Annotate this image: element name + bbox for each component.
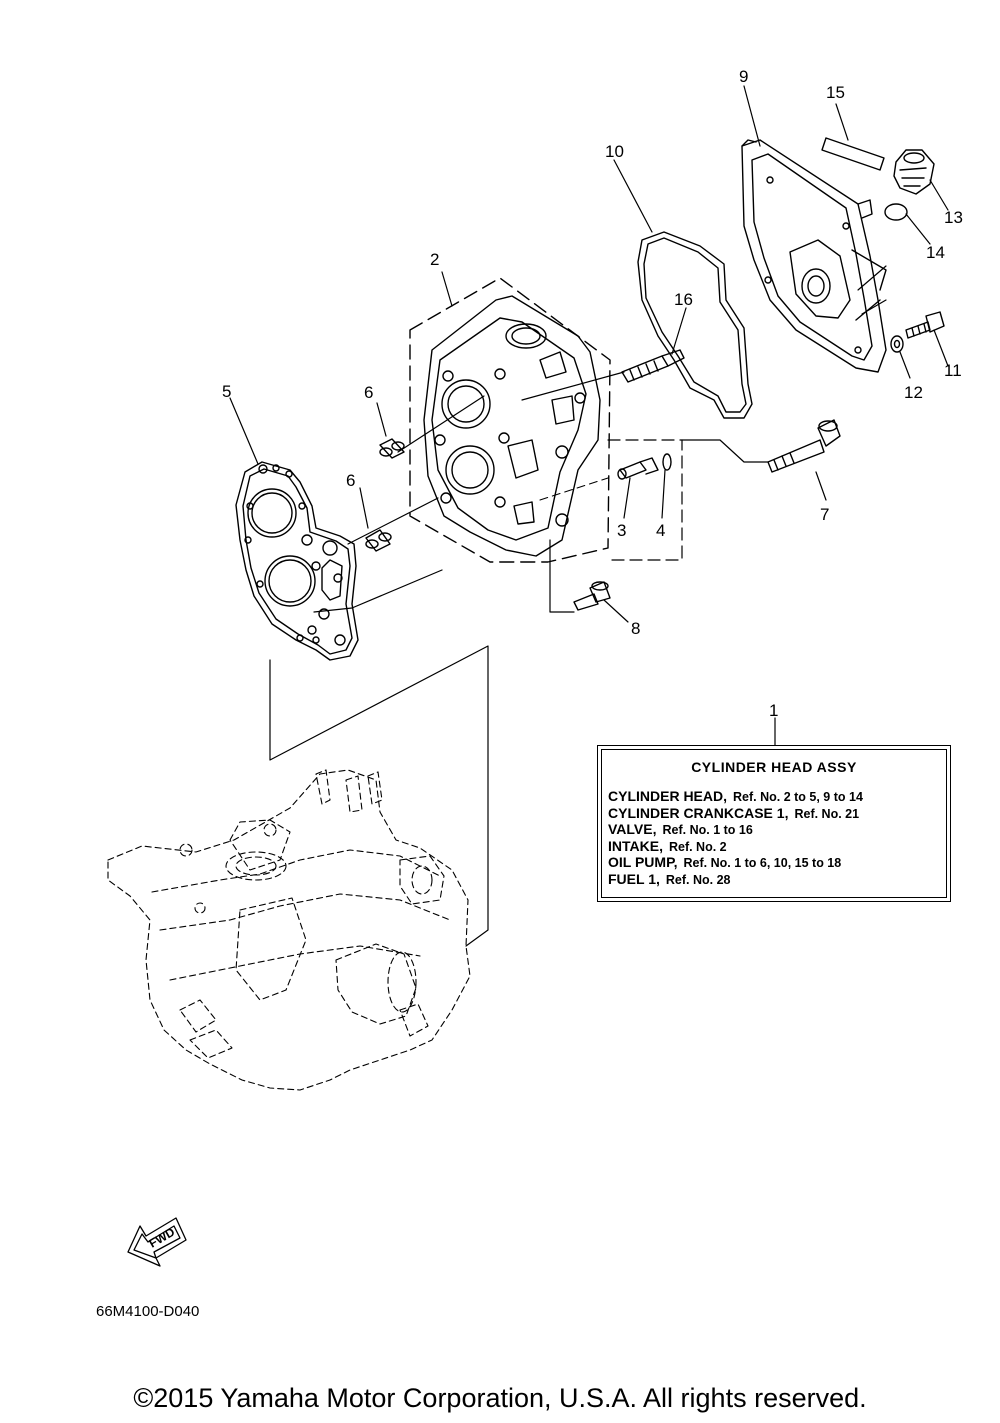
dowel-pin-part-6-upper (379, 438, 405, 459)
callout-3: 3 (617, 521, 627, 540)
leader-lines (229, 85, 949, 947)
assembly-ref-name: INTAKE, (608, 837, 663, 854)
fwd-label: FWD (147, 1225, 178, 1251)
callout-10: 10 (605, 142, 624, 161)
assembly-ref-line: FUEL 1, Ref. No. 28 (608, 870, 863, 889)
callout-7: 7 (820, 505, 830, 524)
head-gasket-part-5 (235, 461, 359, 661)
sub-assembly-boundary (607, 439, 683, 561)
assembly-ref-numbers: Ref. No. 1 to 6, 10, 15 to 18 (683, 856, 842, 870)
washer-part-4 (662, 453, 672, 471)
assembly-ref-line: OIL PUMP, Ref. No. 1 to 6, 10, 15 to 18 (608, 854, 863, 872)
cover-gasket-part-10 (637, 231, 753, 419)
callout-5: 5 (222, 382, 232, 401)
bolt-part-7 (767, 419, 841, 473)
assembly-ref-numbers: Ref. No. 1 to 16 (662, 823, 753, 837)
dowel-pin-part-6-lower (365, 529, 392, 552)
spark-plug-part-16 (621, 349, 685, 383)
callout-6-upper: 6 (364, 383, 374, 402)
copyright-notice: ©2015 Yamaha Motor Corporation, U.S.A. A… (133, 1383, 867, 1413)
bolt-part-11 (905, 311, 945, 339)
assembly-info-box-inner-border (601, 749, 947, 898)
callout-9: 9 (739, 67, 749, 86)
assembly-ref-name: FUEL 1, (608, 870, 660, 887)
assembly-ref-line: CYLINDER HEAD, Ref. No. 2 to 5, 9 to 14 (608, 788, 863, 806)
assembly-info-box: CYLINDER HEAD ASSY CYLINDER HEAD, Ref. No… (597, 745, 951, 902)
cylinder-head-part-2 (409, 277, 611, 563)
o-ring-part-14 (884, 203, 908, 221)
callout-6-lower: 6 (346, 471, 356, 490)
callout-1: 1 (769, 701, 779, 720)
assembly-ref-numbers: Ref. No. 2 to 5, 9 to 14 (733, 790, 863, 804)
callout-13: 13 (944, 208, 963, 227)
assembly-ref-numbers: Ref. No. 2 (668, 839, 727, 854)
callout-4: 4 (656, 521, 666, 540)
assembly-ref-name: OIL PUMP, (608, 854, 678, 870)
assembly-ref-name: CYLINDER CRANKCASE 1, (608, 804, 789, 821)
label-part-15 (821, 137, 885, 171)
assembly-title: CYLINDER HEAD ASSY (691, 759, 857, 775)
crankcase-block (107, 769, 471, 1091)
fwd-arrow-icon (127, 1217, 187, 1267)
switch-part-3 (617, 457, 659, 480)
filler-cap-part-13 (893, 149, 935, 195)
callout-2: 2 (430, 250, 440, 269)
callout-14: 14 (926, 243, 945, 262)
callout-15: 15 (826, 83, 845, 102)
assembly-ref-line: VALVE, Ref. No. 1 to 16 (608, 821, 863, 839)
assembly-ref-name: CYLINDER HEAD, (608, 788, 728, 804)
assembly-ref-list: CYLINDER HEAD, Ref. No. 2 to 5, 9 to 14 C… (608, 788, 863, 889)
assembly-ref-name: VALVE, (608, 821, 657, 837)
assembly-ref-line: INTAKE, Ref. No. 2 (608, 837, 863, 856)
assembly-ref-line: CYLINDER CRANKCASE 1, Ref. No. 21 (608, 804, 863, 823)
washer-part-12 (890, 335, 904, 353)
callout-8: 8 (631, 619, 641, 638)
bolt-part-8 (573, 581, 611, 611)
head-cover-part-9 (741, 139, 887, 373)
assembly-ref-numbers: Ref. No. 21 (794, 806, 860, 821)
callout-11: 11 (944, 361, 962, 380)
assembly-ref-numbers: Ref. No. 28 (665, 872, 731, 887)
diagram-code: 66M4100-D040 (96, 1303, 200, 1320)
callout-16: 16 (674, 290, 693, 309)
callout-12: 12 (904, 383, 923, 402)
